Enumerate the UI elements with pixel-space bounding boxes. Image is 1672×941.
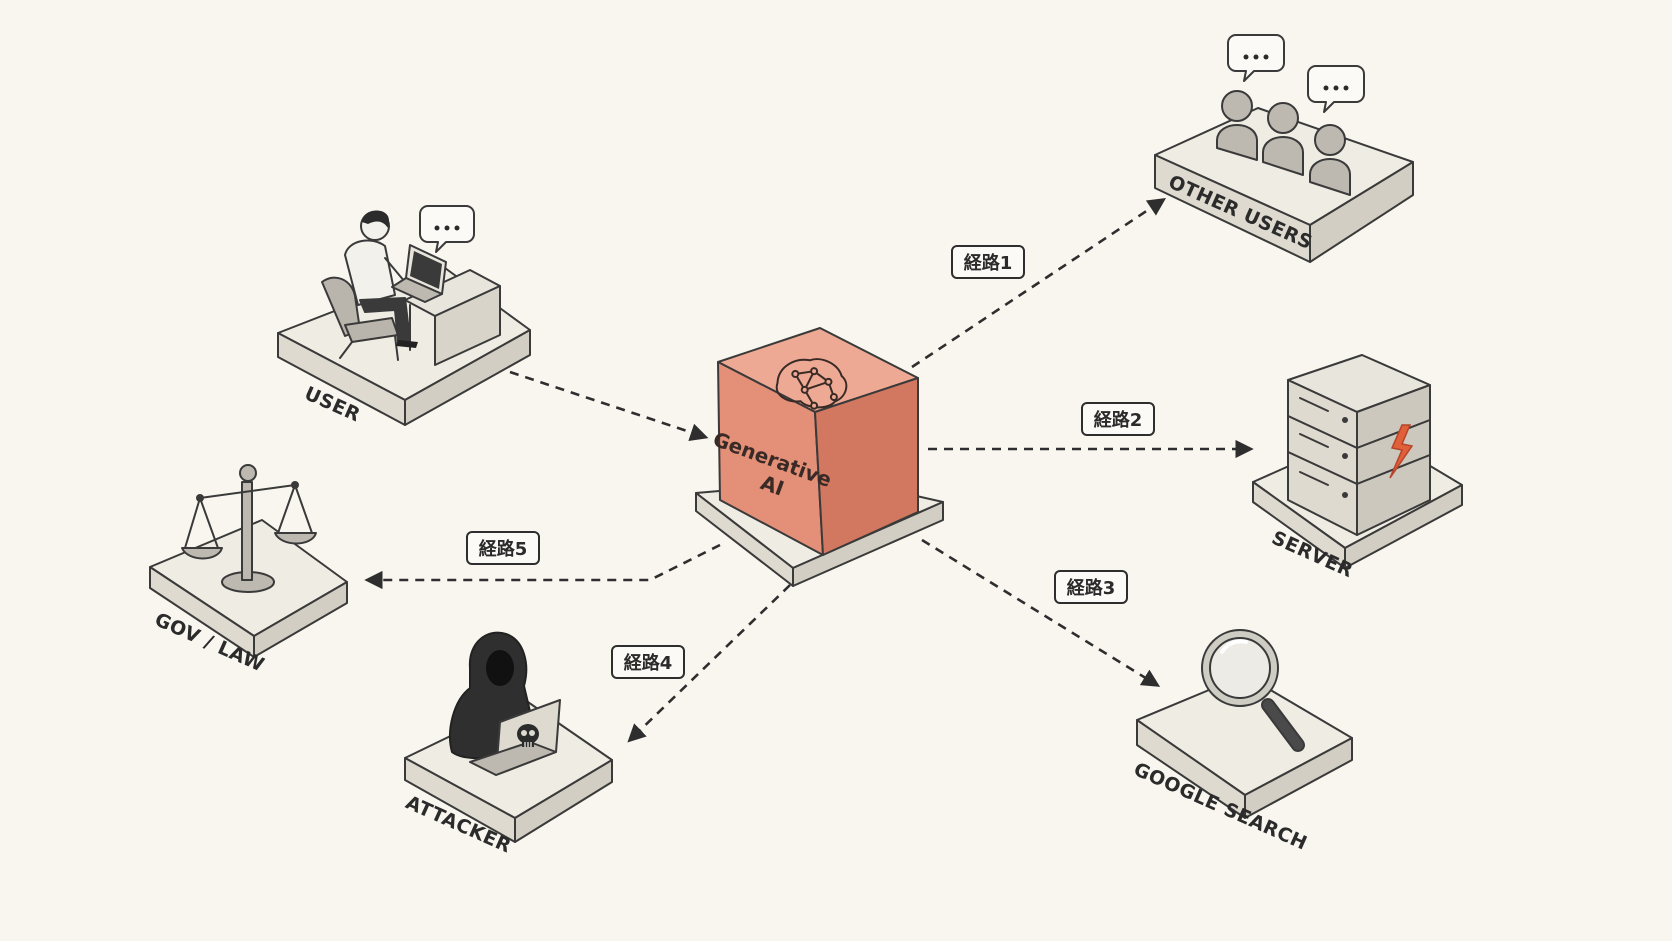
server-node: SERVER <box>1252 354 1463 582</box>
flow-arrows <box>364 197 1254 743</box>
arrow-user-to-ai <box>509 370 709 442</box>
route-badge-1: 経路1 <box>951 245 1025 279</box>
other-users-node: OTHER USERS <box>1154 34 1414 263</box>
arrow-route5 <box>364 543 721 590</box>
user-speech-bubble-icon <box>419 205 475 253</box>
route-badge-2: 経路2 <box>1081 402 1155 436</box>
arrow-route1 <box>911 197 1167 369</box>
route-badge-3-text: 経路3 <box>1067 577 1116 599</box>
magnifier-icon <box>1201 629 1305 752</box>
user-plate-side <box>404 329 531 426</box>
attacker-node: ATTACKER <box>402 631 613 858</box>
server-plate-side <box>1344 484 1463 569</box>
route-badge-4-text: 経路4 <box>624 652 673 674</box>
hooded-hacker-icon <box>449 631 561 776</box>
generative-ai-node: Generative AI <box>695 327 944 587</box>
route-badge-5: 経路5 <box>466 531 540 565</box>
gov-plate-side <box>253 581 348 658</box>
other-users-plate-side <box>1309 161 1414 263</box>
person-at-laptop-icon <box>321 210 501 366</box>
cube-side <box>814 377 919 556</box>
route-badge-4: 経路4 <box>611 645 685 679</box>
user-node: USER <box>277 205 531 427</box>
route-badge-5-text: 経路5 <box>479 538 528 560</box>
google-search-node: GOOGLE SEARCH <box>1130 629 1353 855</box>
brain-network-icon <box>775 358 848 410</box>
attacker-plate-side <box>514 759 613 843</box>
search-plate-side <box>1244 737 1353 819</box>
scales-icon <box>181 464 317 593</box>
route-badge-2-text: 経路2 <box>1094 409 1143 431</box>
group-chat-icon <box>1216 34 1365 196</box>
route-badge-1-text: 経路1 <box>964 252 1013 274</box>
server-rack-icon <box>1287 354 1431 536</box>
gov-law-node: GOV / LAW <box>149 464 348 676</box>
arrow-route4 <box>627 584 791 743</box>
route-badge-3: 経路3 <box>1054 570 1128 604</box>
arrow-route3 <box>921 538 1161 687</box>
server-spark-icon <box>1389 424 1414 479</box>
skull-icon <box>517 724 539 747</box>
